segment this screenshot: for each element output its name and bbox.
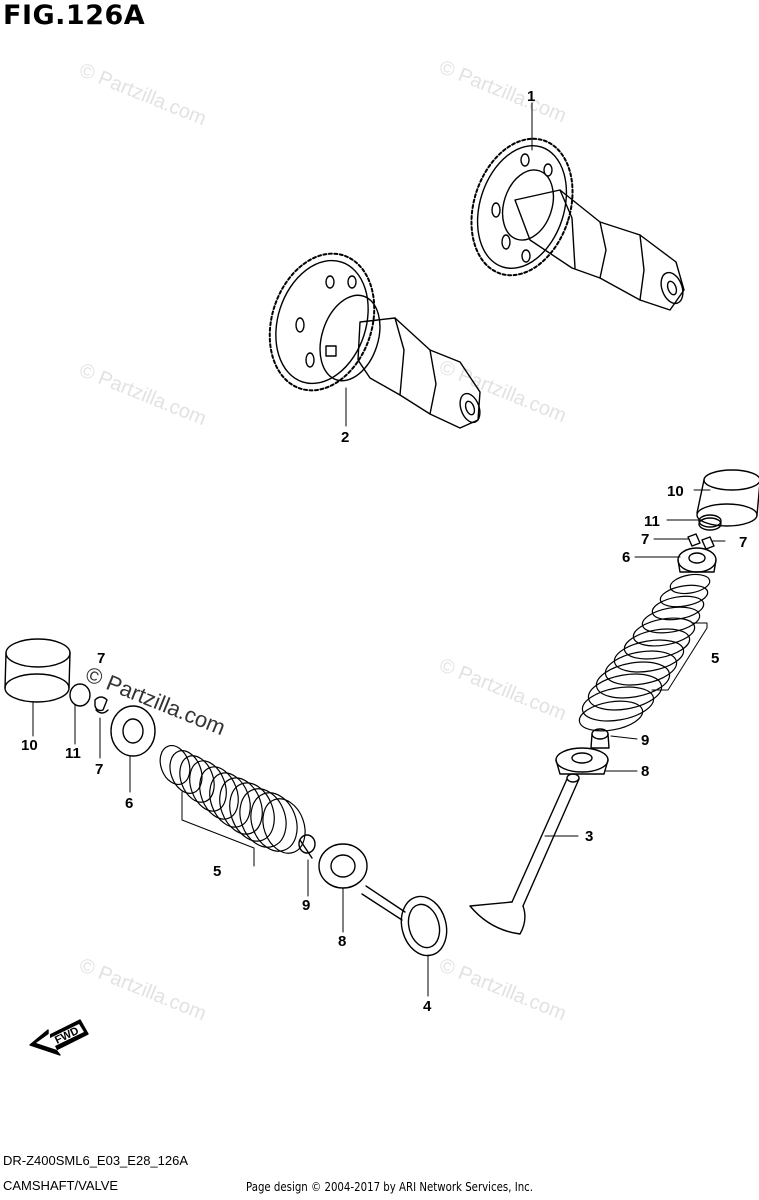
callout-8-left: 8: [338, 933, 346, 950]
shim-11-right[interactable]: [698, 514, 722, 531]
callout-2: 2: [341, 429, 349, 446]
model-code: DR-Z400SML6_E03_E28_126A: [3, 1153, 189, 1168]
watermark-text: © Partzilla.com: [436, 654, 569, 725]
callout-3: 3: [585, 828, 593, 845]
figure-title: FIG.126A: [3, 0, 146, 31]
callout-10-right: 10: [667, 483, 684, 500]
callout-1: 1: [527, 88, 535, 105]
valve-stem-seal-9-right[interactable]: [590, 728, 610, 749]
valve-spring-5-left[interactable]: [155, 741, 312, 859]
valve-3[interactable]: [469, 773, 580, 935]
watermark-text: © Partzilla.com: [436, 56, 569, 127]
watermark-text: © Partzilla.com: [76, 59, 209, 130]
spring-retainer-6-left[interactable]: [110, 705, 156, 757]
callout-8-right: 8: [641, 763, 649, 780]
watermark-group: © Partzilla.com © Partzilla.com © Partzi…: [76, 56, 569, 1025]
spring-retainer-6-right[interactable]: [677, 547, 717, 573]
leader-lines: [32, 102, 726, 997]
watermark-text: © Partzilla.com: [436, 356, 569, 427]
callout-7-b: 7: [739, 534, 747, 551]
figure-caption: CAMSHAFT/VALVE: [3, 1178, 119, 1193]
callout-11-right: 11: [644, 513, 660, 530]
callout-9-left: 9: [302, 897, 310, 914]
callout-labels: 1 2 3 4 5 5 6 6 7 7 7 7 8 8 9 9 10 10 11…: [21, 88, 747, 1015]
watermark-text: © Partzilla.com: [436, 954, 569, 1025]
callout-6-left: 6: [125, 795, 133, 812]
callout-6-right: 6: [622, 549, 630, 566]
callout-5-right: 5: [711, 650, 719, 667]
shim-11-left[interactable]: [69, 683, 91, 707]
fwd-arrow-icon: FWD: [29, 1019, 89, 1056]
cotter-7-left[interactable]: [94, 696, 109, 714]
watermark-text: © Partzilla.com: [76, 359, 209, 430]
callout-5-left: 5: [213, 863, 221, 880]
page-credit: Page design © 2004-2017 by ARI Network S…: [246, 1180, 534, 1194]
watermark-text: © Partzilla.com: [76, 954, 209, 1025]
valve-tappet-10-right[interactable]: [696, 469, 759, 527]
callout-7-a: 7: [641, 531, 649, 548]
callout-7-d: 7: [95, 761, 103, 778]
valve-4[interactable]: [361, 885, 453, 961]
valve-tappet-10-left[interactable]: [4, 638, 71, 703]
cotter-7-right[interactable]: [687, 533, 715, 550]
valve-spring-5-right[interactable]: [577, 572, 711, 736]
valve-stem-seal-9-left[interactable]: [298, 834, 316, 859]
callout-10-left: 10: [21, 737, 38, 754]
spring-seat-8-left[interactable]: [318, 843, 368, 889]
callout-11-left: 11: [65, 745, 81, 762]
callout-9-right: 9: [641, 732, 649, 749]
camshaft-1[interactable]: [455, 126, 687, 311]
spring-seat-8-right[interactable]: [555, 747, 609, 775]
camshaft-2[interactable]: [253, 240, 484, 429]
callout-7-c: 7: [97, 650, 105, 667]
callout-4: 4: [423, 998, 432, 1015]
